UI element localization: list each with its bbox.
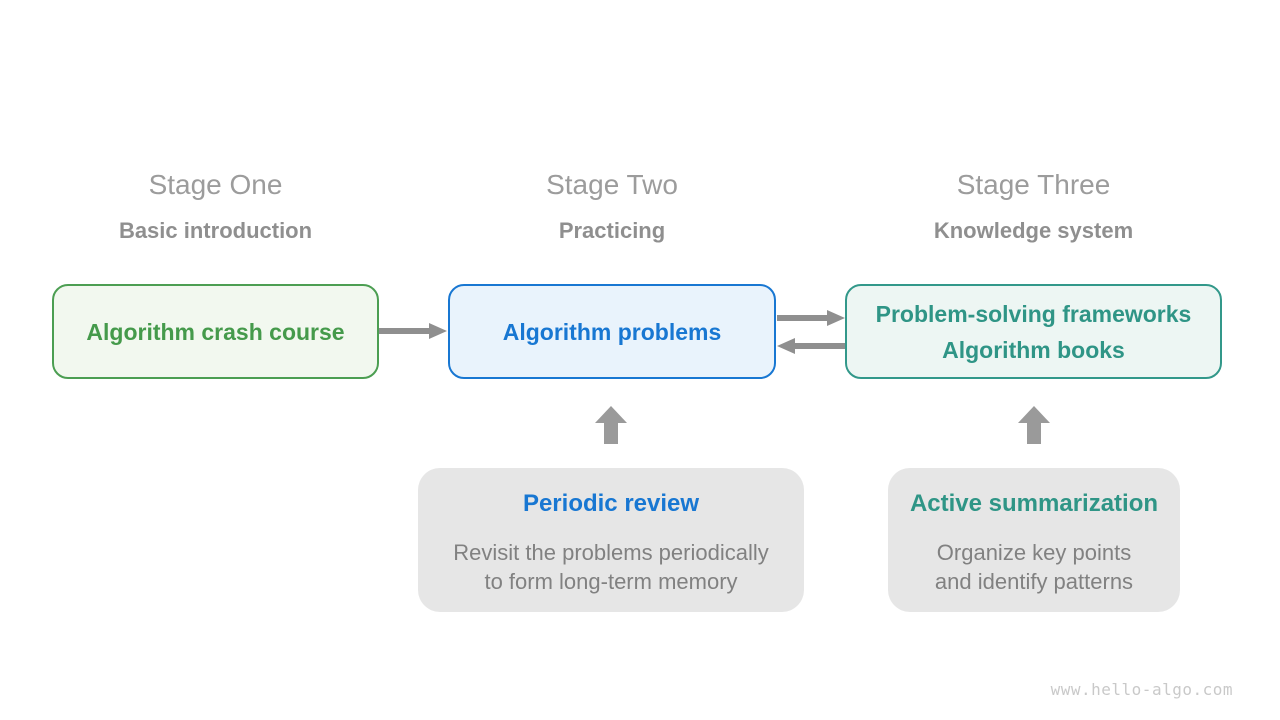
periodic-review-line2: to form long-term memory: [484, 569, 738, 594]
stage-one-header: Stage One Basic introduction: [52, 168, 379, 246]
algorithm-crash-course-label: Algorithm crash course: [86, 318, 345, 345]
periodic-review-line1: Revisit the problems periodically: [453, 540, 769, 565]
arrow-head: [595, 406, 627, 423]
arrow-head: [777, 338, 795, 354]
arrow-stem: [1027, 423, 1041, 444]
arrow-head: [429, 323, 447, 339]
active-summarization-line2: and identify patterns: [934, 569, 1134, 594]
algorithm-problems-box: Algorithm problems: [448, 284, 776, 379]
arrow-stem: [777, 315, 828, 321]
arrow-stem: [604, 423, 618, 444]
stage-one-subtitle: Basic introduction: [118, 218, 313, 243]
active-summarization-description: Organize key points and identify pattern…: [888, 538, 1180, 596]
arrow-right-stage1-to-stage2-icon: [379, 323, 448, 339]
stage-two-subtitle: Practicing: [558, 218, 666, 243]
algorithm-problems-label: Algorithm problems: [502, 318, 722, 345]
stage-three-subtitle: Knowledge system: [933, 218, 1134, 243]
arrow-stem: [379, 328, 430, 334]
active-summarization-line1: Organize key points: [936, 540, 1132, 565]
watermark-url: www.hello-algo.com: [1050, 680, 1233, 699]
periodic-review-description: Revisit the problems periodically to for…: [418, 538, 804, 596]
arrow-stem: [794, 343, 845, 349]
arrow-up-summary-icon: [1018, 406, 1050, 444]
periodic-review-title: Periodic review: [522, 490, 700, 517]
stage-two-header: Stage Two Practicing: [448, 168, 776, 246]
problem-solving-frameworks-label: Problem-solving frameworks: [875, 300, 1192, 327]
arrow-left-stage3-to-stage2-icon: [777, 338, 845, 354]
stage-two-title: Stage Two: [546, 169, 678, 200]
algorithm-books-label: Algorithm books: [942, 336, 1125, 363]
arrow-head: [827, 310, 845, 326]
arrow-up-review-icon: [595, 406, 627, 444]
algorithm-crash-course-box: Algorithm crash course: [52, 284, 379, 379]
knowledge-system-box: Problem-solving frameworks Algorithm boo…: [845, 284, 1222, 379]
periodic-review-note: Periodic review Revisit the problems per…: [418, 468, 804, 612]
stage-three-header: Stage Three Knowledge system: [845, 168, 1222, 246]
active-summarization-title: Active summarization: [909, 490, 1159, 517]
stage-three-title: Stage Three: [956, 169, 1111, 200]
active-summarization-note: Active summarization Organize key points…: [888, 468, 1180, 612]
arrow-right-stage2-to-stage3-icon: [777, 310, 845, 326]
stage-one-title: Stage One: [148, 169, 283, 200]
arrow-head: [1018, 406, 1050, 423]
